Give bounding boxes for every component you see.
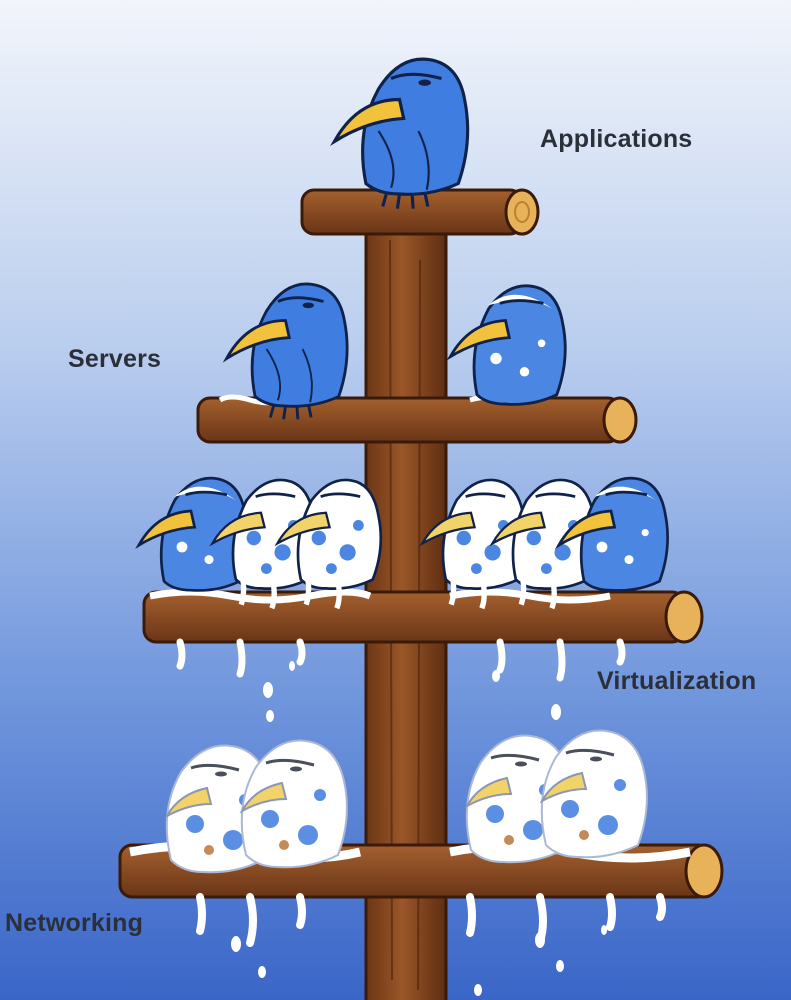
crossarm-top: [300, 188, 540, 236]
label-virtualization: Virtualization: [597, 667, 757, 695]
snow-icon: [231, 661, 607, 996]
crossarm-virtualization: [142, 588, 704, 682]
label-servers: Servers: [68, 345, 162, 373]
label-applications: Applications: [540, 125, 693, 153]
crossarm-servers: [196, 394, 638, 444]
label-networking: Networking: [5, 909, 144, 937]
